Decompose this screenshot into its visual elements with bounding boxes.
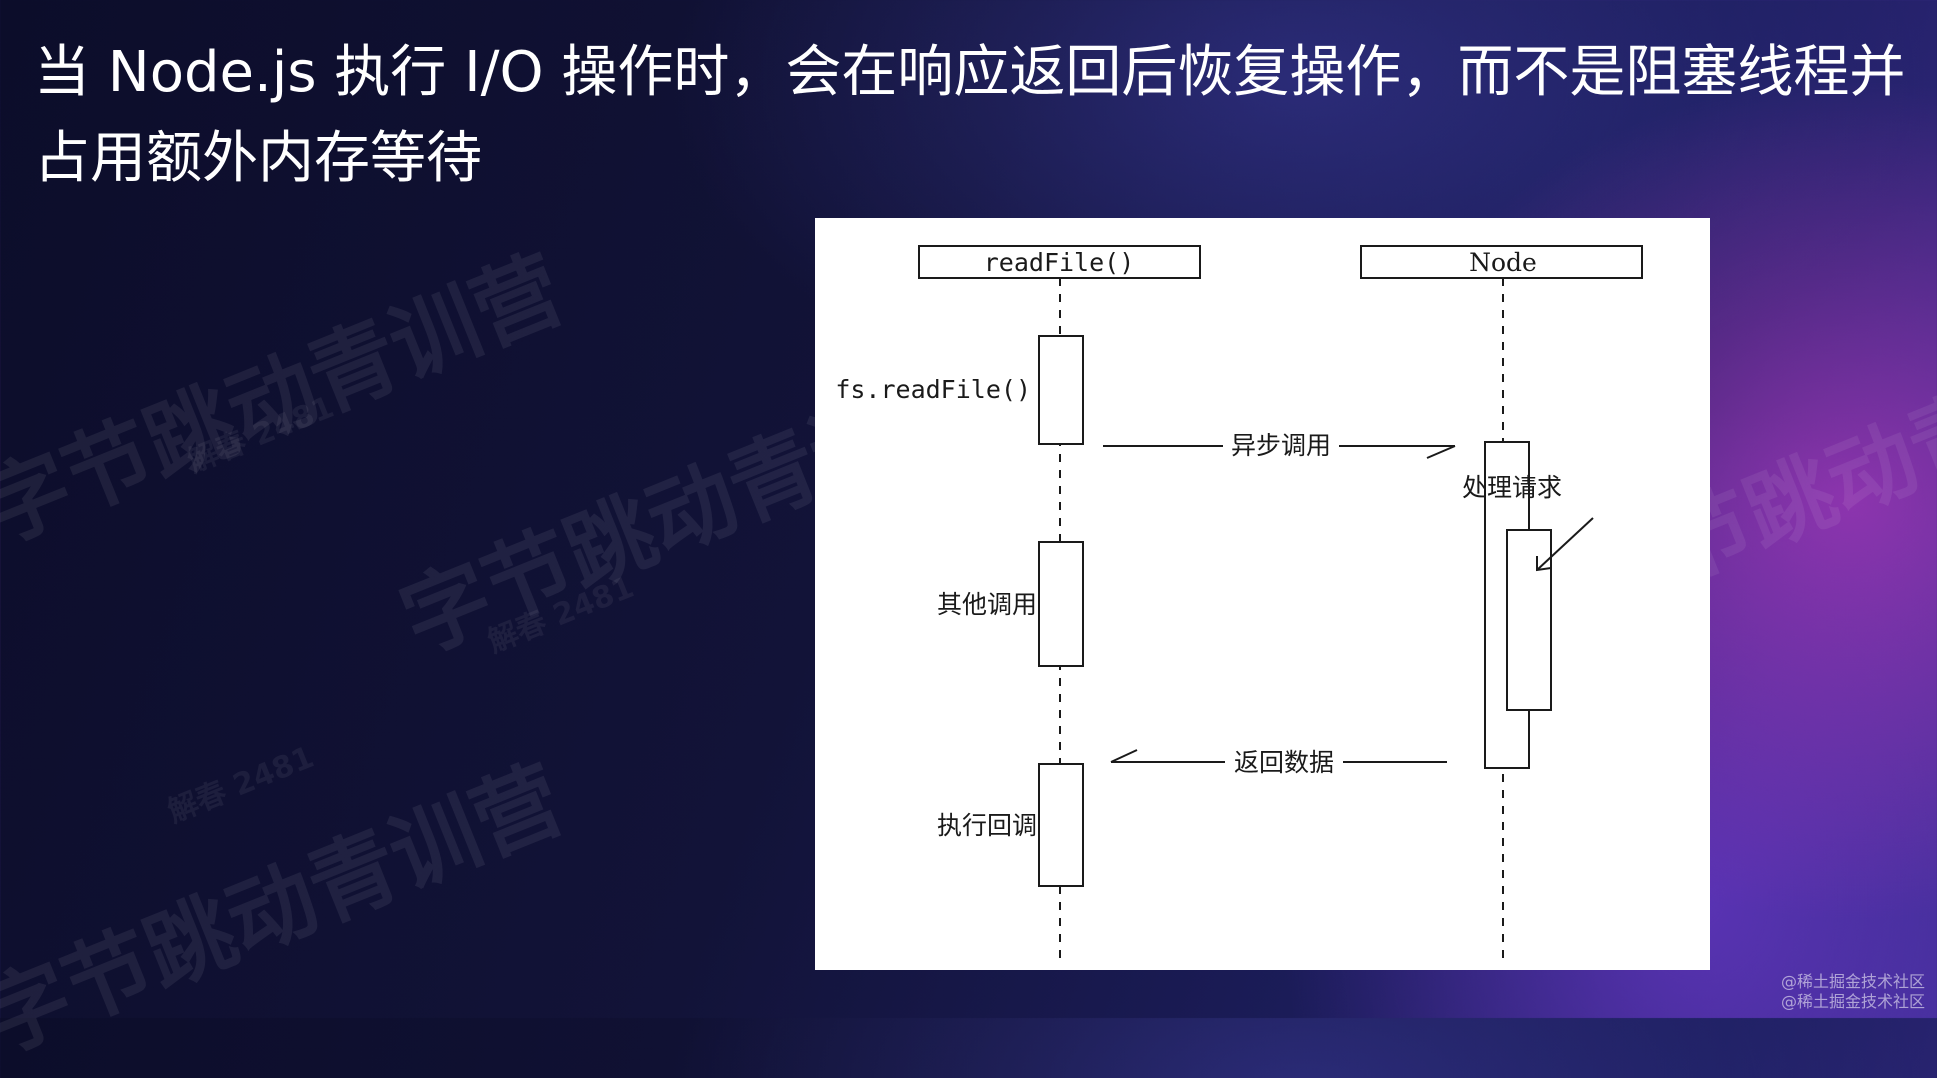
arrow-return-head	[1110, 749, 1138, 763]
activation-node-processing	[1506, 529, 1552, 711]
lifeline-header-readfile	[918, 245, 1201, 279]
watermark-id: 解春 2481	[482, 569, 639, 660]
arrow-process-request-head	[1536, 556, 1552, 572]
watermark-id: 解春 2481	[182, 389, 339, 480]
label-async-call: 异步调用	[1231, 431, 1331, 460]
watermark-text: 字节跳动青训营	[0, 236, 577, 564]
activation-other-calls	[1038, 541, 1084, 667]
label-process-request: 处理请求	[1462, 473, 1562, 502]
watermark-id: 解春 2481	[162, 739, 319, 830]
source-credit: @稀土掘金技术社区	[1780, 972, 1925, 991]
label-run-callback: 执行回调	[937, 811, 1037, 840]
activation-callback	[1038, 763, 1084, 887]
activation-readfile-call	[1038, 335, 1084, 445]
source-credit: @稀土掘金技术社区	[1780, 992, 1925, 1011]
slide-title: 当 Node.js 执行 I/O 操作时，会在响应返回后恢复操作，而不是阻塞线程…	[34, 40, 1906, 191]
sequence-diagram: readFile() Node fs.readFile() 其他调用 执行回调 …	[815, 218, 1710, 970]
lifeline-label-readfile: readFile()	[984, 248, 1135, 277]
label-fs-readfile: fs.readFile()	[835, 375, 1031, 404]
label-return-data: 返回数据	[1234, 748, 1334, 777]
lifeline-label-node: Node	[1469, 248, 1537, 277]
label-other-calls: 其他调用	[937, 590, 1037, 619]
watermark-text: 字节跳动青训营	[0, 746, 577, 1074]
arrow-async-call-head	[1426, 445, 1456, 459]
lifeline-header-node	[1360, 245, 1643, 279]
arrow-process-request	[1536, 517, 1594, 571]
